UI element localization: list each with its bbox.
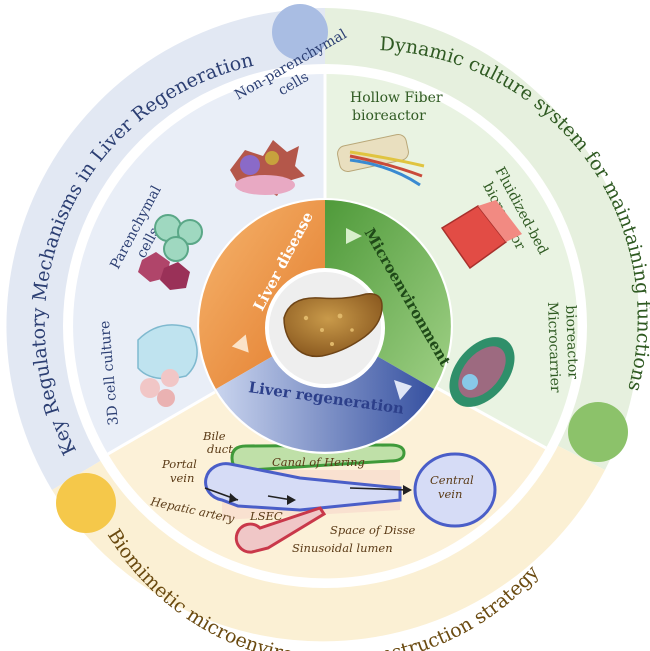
microcarrier-illustration [449,337,515,407]
central-vein-label: Central vein [430,473,477,501]
bile-duct-label: Bile duct [202,429,233,456]
green-bubble [568,402,628,462]
lsec-label: LSEC [249,509,283,523]
fluidized-bed-illustration [440,200,522,270]
non-parenchymal-cells-illustration [230,140,305,196]
yellow-bubble [56,473,116,533]
hollow-fiber-illustration [337,133,425,187]
liver-anatomy-illustration [204,443,497,554]
inner-blue-segment [216,326,434,452]
liver-icon [283,293,383,358]
parenchymal-cells-illustration [138,214,203,290]
hollow-fiber-label: Hollow Fiber bioreactor [350,90,447,124]
culture-3d-illustration [137,324,198,407]
sinusoidal-lumen-label: Sinusoidal lumen [292,541,393,555]
blue-bubble [272,4,328,60]
portal-vein-label: Portal vein [161,457,201,485]
space-of-disse-label: Space of Disse [330,523,416,537]
canal-of-hering-label: Canal of Hering [272,455,365,469]
liver-center [265,268,385,388]
microcarrier-label: Microcarrier bioreactor [544,301,581,397]
